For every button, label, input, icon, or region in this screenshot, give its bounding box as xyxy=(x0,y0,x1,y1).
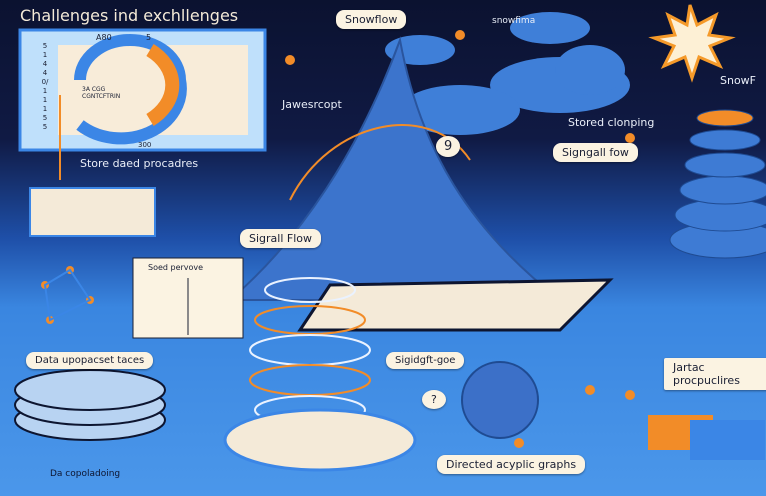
y-tick: 1 xyxy=(42,105,48,113)
y-tick: 1 xyxy=(42,51,48,59)
y-tick: 4 xyxy=(42,69,48,77)
cloud-icon xyxy=(385,12,630,135)
chart-bottom-label: 300 xyxy=(138,141,152,149)
label-question: ? xyxy=(422,390,446,409)
label-snowfima: snowfima xyxy=(492,16,536,26)
sun-icon xyxy=(648,4,736,83)
y-tick: 5 xyxy=(42,114,48,122)
label-store-procedures: Store daed procadres xyxy=(80,157,199,170)
chart-top-label: 5 xyxy=(146,33,152,42)
chart-top-label: A80 xyxy=(96,33,112,42)
blue-box xyxy=(690,420,765,460)
label-javascript: Jawesrcopt xyxy=(282,98,342,111)
label-signgall-fow: Signgall fow xyxy=(553,143,638,162)
y-tick: 1 xyxy=(42,87,48,95)
layer-stack xyxy=(669,109,766,259)
platform xyxy=(297,278,614,332)
label-soed-pervove: Soed pervove xyxy=(148,263,204,272)
y-tick: 1 xyxy=(42,96,48,104)
label-stored-clonping: Stored clonping xyxy=(568,116,655,129)
monitor-panel xyxy=(29,187,156,237)
label-sigrall-flow: Sigrall Flow xyxy=(240,229,322,248)
y-tick: 0/ xyxy=(41,78,49,86)
label-dag: Directed acyplic graphs xyxy=(437,455,586,474)
chart-y-ticks: 5 1 4 4 0/ 1 1 1 5 5 xyxy=(40,42,50,132)
y-tick: 5 xyxy=(42,42,48,50)
label-sigidgft: Sigidgft-goe xyxy=(386,352,465,369)
label-snowflow: Snowflow xyxy=(336,10,407,29)
spiral-base xyxy=(223,408,417,472)
yarn-ball xyxy=(461,361,539,439)
disk-stack xyxy=(14,369,166,441)
chart-center-label: 3A CGG CGNTCFTRIN xyxy=(82,86,121,100)
label-nine: 9 xyxy=(436,136,461,157)
label-jartac: Jartac procpuclires xyxy=(664,358,766,390)
label-snowf: SnowF xyxy=(720,74,757,87)
y-tick: 4 xyxy=(42,60,48,68)
y-tick: 5 xyxy=(42,123,48,131)
label-da-copoladoing: Da copoladoing xyxy=(50,469,121,479)
page-title: Challenges ind exchllenges xyxy=(20,6,239,25)
label-data-taces: Data upopacset taces xyxy=(26,352,154,369)
